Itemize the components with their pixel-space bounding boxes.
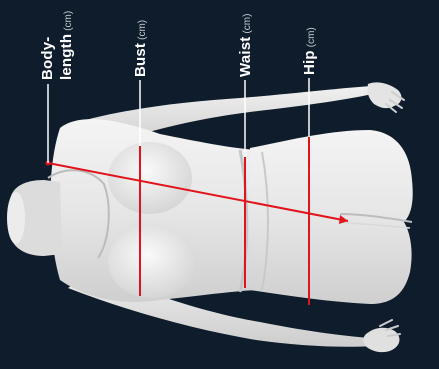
waist-unit: (cm) xyxy=(242,14,253,34)
bust-label: Bust (cm) xyxy=(133,20,149,77)
waist-label: Waist (cm) xyxy=(238,14,254,77)
bust-unit: (cm) xyxy=(137,20,148,40)
body-length-label: Body-x length(cm) xyxy=(40,11,75,80)
body-length-label-line1: Body- xyxy=(39,37,56,81)
waist-label-text: Waist xyxy=(237,37,254,77)
mannequin-neck xyxy=(7,180,62,256)
bust-label-text: Bust xyxy=(132,43,149,77)
hip-unit: (cm) xyxy=(306,27,317,47)
hip-label: Hip (cm) xyxy=(302,27,318,75)
body-length-unit: (cm) xyxy=(63,11,74,31)
mannequin-torso xyxy=(48,119,413,304)
body-length-label-line2: length xyxy=(58,34,75,80)
hip-label-text: Hip xyxy=(301,50,318,75)
